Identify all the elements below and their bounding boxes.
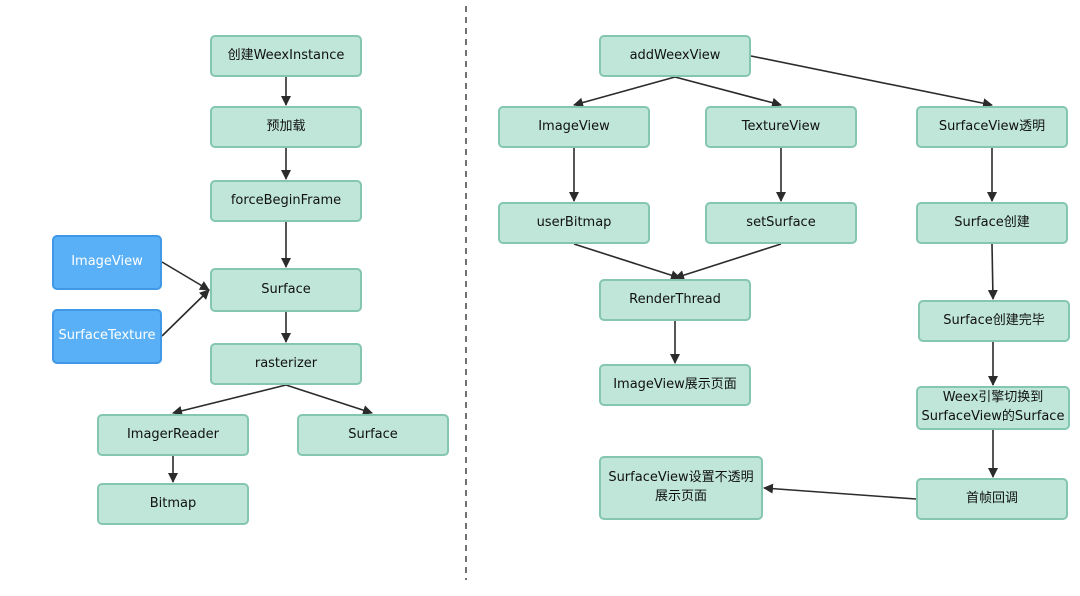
node-image-view-show: ImageView展示页面 [599,364,751,406]
node-user-bitmap: userBitmap [498,202,650,244]
node-surface-left-2: Surface [297,414,449,456]
node-rasterizer: rasterizer [210,343,362,385]
node-render-thread: RenderThread [599,279,751,321]
node-first-frame-callback: 首帧回调 [916,478,1068,520]
node-surface-view-opaque: SurfaceView设置不透明 展示页面 [599,456,763,520]
edge-addweex-to-imageview [573,76,676,108]
edge-addweex-to-surfaceview [750,55,993,109]
node-surface-left: Surface [210,268,362,312]
edge-rasterizer-to-surface2 [285,384,373,415]
node-create-weex-instance: 创建WeexInstance [210,35,362,77]
edge-surfacetexture-to-surface [161,289,210,337]
node-imager-reader: ImagerReader [97,414,249,456]
edge-surfacecreate-to-done [987,243,998,300]
node-force-begin-frame: forceBeginFrame [210,180,362,222]
edge-imageview-to-surface [161,261,210,291]
node-surface-create-done: Surface创建完毕 [918,300,1070,342]
node-engine-switch: Weex引擎切换到 SurfaceView的Surface [916,386,1070,430]
engine-switch-line1: Weex引擎切换到 [942,390,1044,406]
node-surface-texture: SurfaceTexture [52,309,162,364]
node-image-view-right: ImageView [498,106,650,148]
node-bitmap: Bitmap [97,483,249,525]
edge-userbitmap-to-renderthread [573,243,681,281]
node-image-view-left: ImageView [52,235,162,290]
node-add-weex-view: addWeexView [599,35,751,77]
node-surface-create: Surface创建 [916,202,1068,244]
node-preload: 预加载 [210,106,362,148]
engine-switch-line2: SurfaceView的Surface [921,409,1065,424]
surface-view-opaque-line2: 展示页面 [654,489,707,504]
edge-firstframe-to-opaque [763,483,917,500]
edge-addweex-to-textureview [674,76,782,108]
node-surface-view-transparent: SurfaceView透明 [916,106,1068,148]
edge-rasterizer-to-imagerreader [172,384,287,416]
edge-setsurface-to-renderthread [674,243,782,281]
node-set-surface: setSurface [705,202,857,244]
surface-view-opaque-line1: SurfaceView设置不透明 [608,470,754,486]
node-texture-view: TextureView [705,106,857,148]
